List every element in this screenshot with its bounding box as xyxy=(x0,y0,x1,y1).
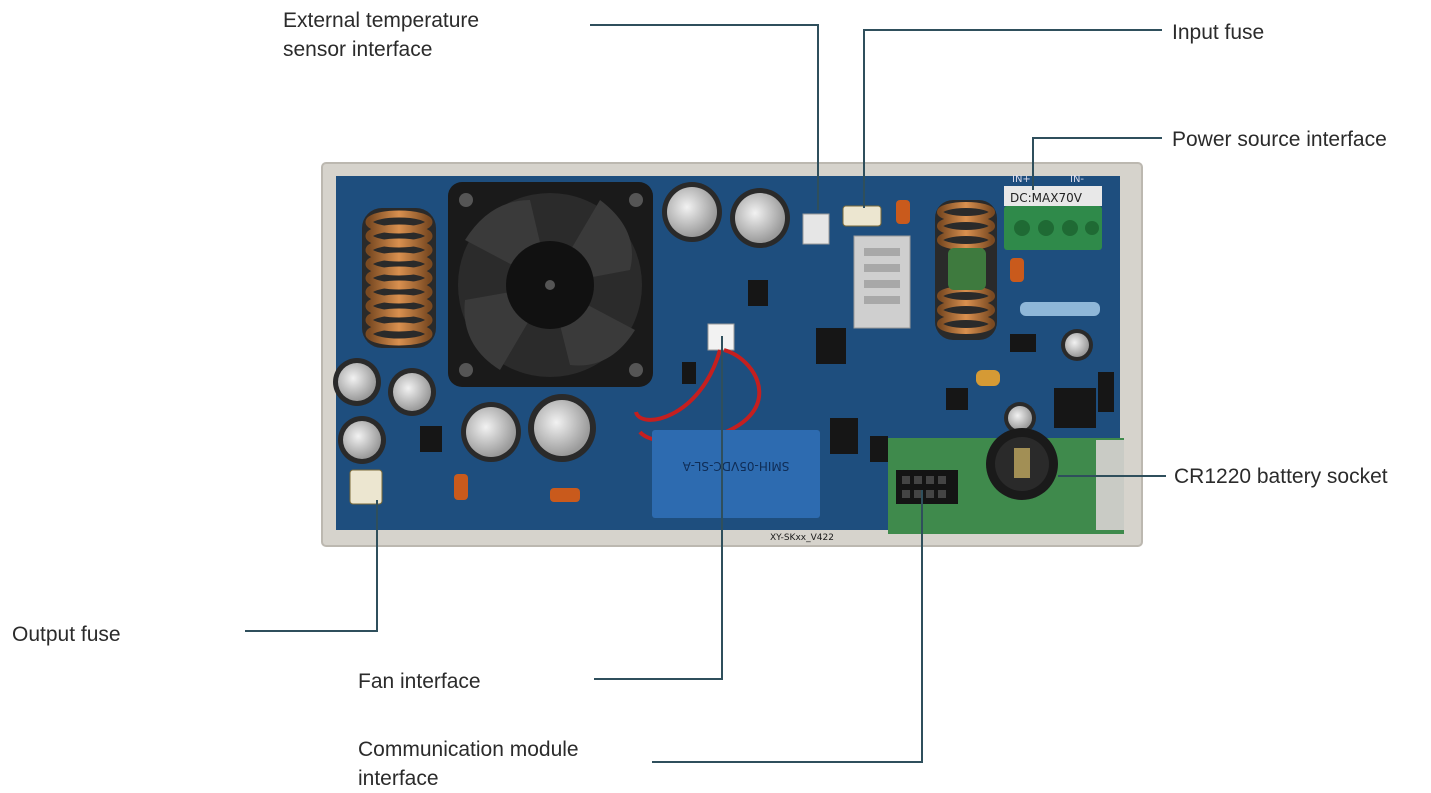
label-comm-line2: interface xyxy=(358,767,439,790)
label-external-temperature-sensor: External temperature sensor interface xyxy=(283,6,479,64)
heatsink xyxy=(853,235,911,329)
relay: SMIH-05VDC-SL-A xyxy=(652,430,820,518)
label-communication-module-interface: Communication module interface xyxy=(358,735,579,793)
leader-fan xyxy=(594,336,723,680)
leader-lines xyxy=(245,24,1166,763)
label-ext-temp-line1: External temperature xyxy=(283,9,480,32)
terminal-marking: DC:MAX70V xyxy=(1010,191,1083,205)
label-output-fuse: Output fuse xyxy=(12,623,121,646)
board-id: XY-SKxx_V422 xyxy=(770,533,834,543)
inductor-right xyxy=(935,200,997,340)
label-comm-line1: Communication module xyxy=(358,738,579,761)
temp-sensor-connector xyxy=(802,213,830,245)
case-notch xyxy=(1096,440,1124,530)
relay-marking: SMIH-05VDC-SL-A xyxy=(682,459,789,473)
cooling-fan xyxy=(448,182,653,387)
chips xyxy=(420,280,1114,462)
leader-input-fuse xyxy=(863,29,1162,208)
leader-output-fuse xyxy=(245,500,378,632)
capacitors xyxy=(333,182,1093,464)
leader-ext-temp xyxy=(590,24,819,210)
smd-parts xyxy=(454,200,1024,502)
resistor xyxy=(1020,302,1100,316)
label-ext-temp-line2: sensor interface xyxy=(283,38,433,61)
fan-wire-red xyxy=(634,349,722,422)
input-fuse-part xyxy=(842,205,882,227)
label-battery-socket: CR1220 battery socket xyxy=(1174,465,1388,488)
label-fan-interface: Fan interface xyxy=(358,670,481,693)
terminal-pin-neg: IN- xyxy=(1070,174,1084,185)
terminal-pin-pos: IN+ xyxy=(1012,174,1031,185)
battery-socket xyxy=(986,428,1058,500)
output-fuse-part xyxy=(349,469,383,505)
label-input-fuse: Input fuse xyxy=(1172,21,1265,44)
leader-power-source xyxy=(1032,137,1162,190)
leader-communication xyxy=(652,490,923,763)
inductor-left xyxy=(362,208,436,348)
power-terminal-block: DC:MAX70V IN+ IN- xyxy=(1004,174,1102,250)
communication-header xyxy=(896,470,958,504)
label-power-source-interface: Power source interface xyxy=(1172,128,1387,151)
